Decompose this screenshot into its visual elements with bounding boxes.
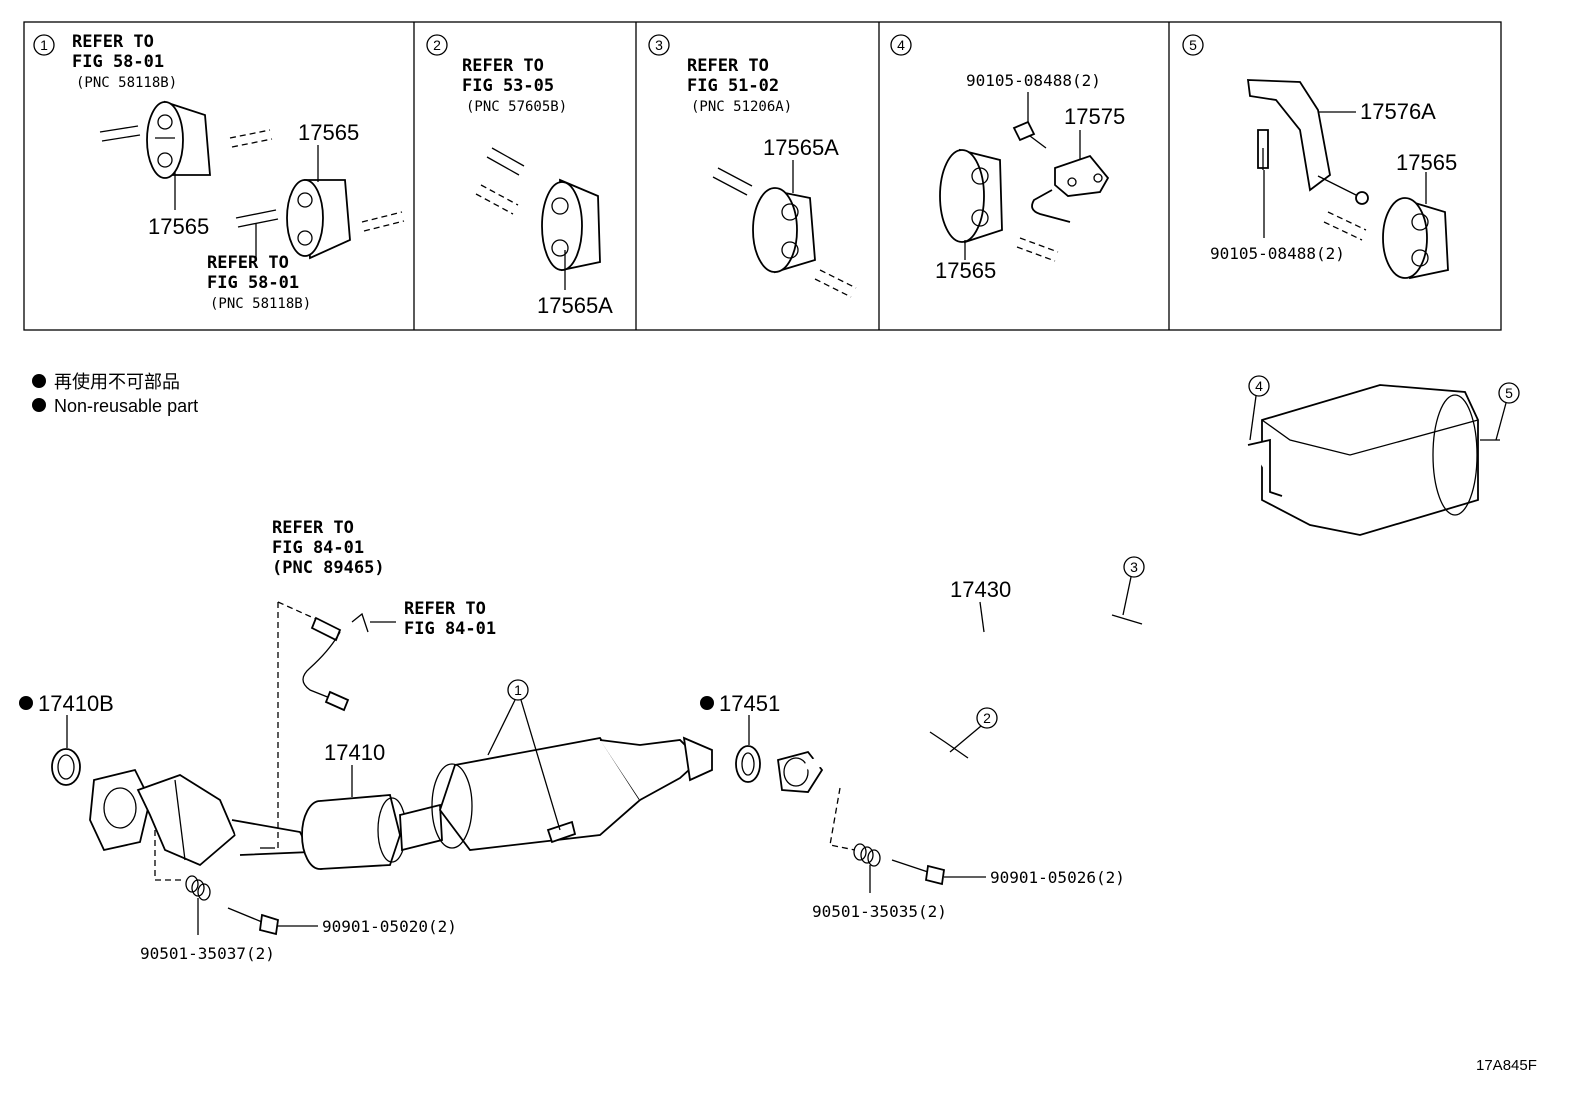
refer-line: FIG 51-02 [687,76,779,96]
center-pipe-assembly: 17430 2 3 [777,500,1345,793]
part-number: 90501-35035(2) [812,902,947,921]
part-number: 17565 [298,120,359,145]
callout-number: 3 [1130,559,1138,575]
legend: 再使用不可部品 Non-reusable part [32,372,198,416]
rubber-hanger-icon [752,187,816,274]
center-fasteners: 90501-35035(2) 90901-05026(2) [812,787,1125,921]
part-number: 17565 [1396,150,1457,175]
refer-line: FIG 84-01 [272,538,364,558]
part-number: 90501-35037(2) [140,944,275,963]
bracket-icon [1246,79,1369,205]
refer-line: REFER TO [272,518,354,538]
part-number: 17565 [935,258,996,283]
rubber-hanger-icon [1382,197,1449,280]
part-number: 17575 [1064,104,1125,129]
refer-line: (PNC 58118B) [210,296,311,312]
muffler: 4 5 [1247,375,1520,536]
refer-line: REFER TO [404,599,486,619]
callout-number: 4 [1255,378,1263,394]
refer-line: FIG 84-01 [404,619,496,639]
refer-line: (PNC 51206A) [691,99,792,115]
bolt-icon [227,907,279,936]
panel-number: 4 [897,37,905,53]
refer-line: (PNC 57605B) [466,99,567,115]
part-number: 17410 [324,740,385,765]
refer-line: REFER TO [462,56,544,76]
panel-2: 2 REFER TO FIG 53-05 (PNC 57605B) 17565A [426,34,613,318]
part-number: 90901-05020(2) [322,917,457,936]
rubber-hanger-icon [541,178,601,272]
panel-frame [23,21,1502,331]
bolt-icon [1012,120,1047,149]
callout-number: 5 [1505,385,1513,401]
refer-line: FIG 53-05 [462,76,554,96]
part-number: 17430 [950,577,1011,602]
part-number: 90105-08488(2) [966,71,1101,90]
part-number: 17565A [763,135,839,160]
panel-number: 2 [433,37,441,53]
panel-3: 3 REFER TO FIG 51-02 (PNC 51206A) 17565A [648,34,857,298]
callout-number: 2 [983,710,991,726]
rubber-hanger-icon [939,148,1003,244]
refer-line: REFER TO [687,56,769,76]
refer-line: FIG 58-01 [207,273,299,293]
figure-code: 17A845F [1476,1057,1537,1074]
legend-en: Non-reusable part [54,396,198,416]
refer-line: REFER TO [207,253,289,273]
front-fasteners: 90501-35037(2) 90901-05020(2) [140,830,457,963]
oxygen-sensor: REFER TO FIG 84-01 (PNC 89465) REFER TO … [272,518,496,850]
panel-number: 3 [655,37,663,53]
bracket-icon [1031,154,1110,223]
rubber-hanger-icon [286,179,351,260]
refer-line: FIG 58-01 [72,52,164,72]
front-pipe-assembly: 17410 1 [89,679,713,870]
panel-5: 5 17576A 90105-08488(2) 17565 [1182,34,1457,280]
rubber-hanger-icon [146,100,211,179]
panel-number: 5 [1189,37,1197,53]
part-number: 17565A [537,293,613,318]
panel-number: 1 [40,37,48,53]
refer-line: (PNC 58118B) [76,75,177,91]
bolt-icon [891,859,946,886]
spring-icon [853,843,881,867]
part-number: 17410B [38,691,114,716]
panel-1: 1 REFER TO FIG 58-01 (PNC 58118B) 17565 [33,32,405,312]
legend-jp: 再使用不可部品 [54,372,180,392]
part-number: 17451 [719,691,780,716]
gasket-center: 17451 [700,691,780,783]
panel-4: 4 90105-08488(2) 17575 17565 [890,34,1125,283]
refer-line: (PNC 89465) [272,558,385,578]
bolt-icon [1257,129,1269,170]
spring-icon [185,875,211,901]
callout-number: 1 [514,682,522,698]
part-number: 90901-05026(2) [990,868,1125,887]
gasket-front: 17410B [19,691,114,786]
refer-line: REFER TO [72,32,154,52]
part-number: 90105-08488(2) [1210,244,1345,263]
part-number: 17565 [148,214,209,239]
part-number: 17576A [1360,99,1436,124]
